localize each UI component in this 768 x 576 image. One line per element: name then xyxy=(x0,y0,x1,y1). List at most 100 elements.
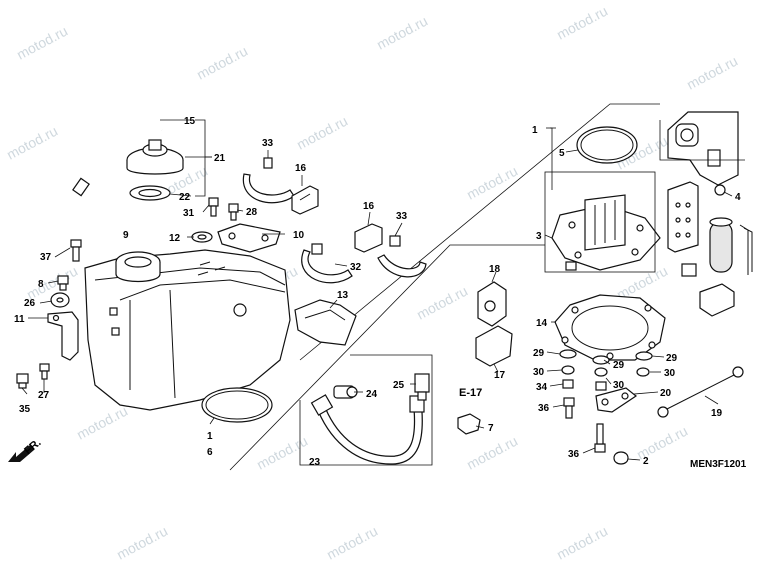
washer xyxy=(57,275,69,291)
watermark-text: motod.ru xyxy=(464,163,520,203)
callout-18: 18 xyxy=(489,264,501,275)
tank-bracket xyxy=(47,311,79,361)
callout-19: 19 xyxy=(711,408,723,419)
callout-10: 10 xyxy=(293,230,305,241)
callout-30: 30 xyxy=(664,368,676,379)
watermark-text: motod.ru xyxy=(194,43,250,83)
callout-36: 36 xyxy=(568,449,580,460)
callout-35: 35 xyxy=(19,404,31,415)
callout-29: 29 xyxy=(613,360,625,371)
callout-brackets xyxy=(195,119,745,466)
callout-25: 25 xyxy=(393,380,405,391)
diagram-code: MEN3F1201 xyxy=(690,459,747,470)
watermark-text: motod.ru xyxy=(554,3,610,43)
watermark-text: motod.ru xyxy=(554,523,610,563)
callout-1: 1 xyxy=(532,125,538,136)
watermark-text: motod.ru xyxy=(14,23,70,63)
watermark-text: motod.ru xyxy=(374,13,430,53)
watermark-text: motod.ru xyxy=(74,403,130,443)
callout-6: 6 xyxy=(207,447,213,458)
bolt xyxy=(594,423,606,453)
bolt xyxy=(563,397,575,419)
callout-labels: 15 2 1 22 31 28 12 10 9 33 16 16 33 32 1 3… xyxy=(14,116,747,470)
callout-20: 20 xyxy=(660,388,672,399)
tank-cover xyxy=(294,299,357,346)
callout-32: 32 xyxy=(350,262,362,273)
callout-7: 7 xyxy=(488,423,494,434)
grommet xyxy=(477,281,507,327)
callout-34: 34 xyxy=(536,382,548,393)
hose-clip xyxy=(613,451,629,465)
grommet xyxy=(50,292,70,308)
grommet xyxy=(191,231,213,243)
connector-cover xyxy=(475,325,513,367)
callout-33: 33 xyxy=(396,211,408,222)
callout-16: 16 xyxy=(295,163,307,174)
tank-seal-ring xyxy=(201,387,273,423)
callout-29: 29 xyxy=(666,353,678,364)
reference-label: E-17 xyxy=(459,387,482,399)
callout-14: 14 xyxy=(536,318,548,329)
watermark-text: motod.ru xyxy=(324,523,380,563)
fuel-tank xyxy=(84,249,291,411)
callout-3: 3 xyxy=(536,231,542,242)
callout-17: 17 xyxy=(494,370,506,381)
bolt xyxy=(39,363,50,380)
watermark-text: motod.ru xyxy=(294,113,350,153)
watermark-text: motod.ru xyxy=(4,123,60,163)
cap-gasket xyxy=(129,185,171,201)
callout-8: 8 xyxy=(38,279,44,290)
mount-plate xyxy=(217,223,281,253)
callout-9: 9 xyxy=(123,230,129,241)
breather-tube xyxy=(72,111,163,197)
ground-bracket xyxy=(595,387,638,413)
rubber-mount xyxy=(291,185,319,215)
bolt xyxy=(208,197,219,217)
watermark-text: motod.ru xyxy=(464,433,520,473)
fuel-pump-assembly xyxy=(551,194,661,271)
filler-cap xyxy=(126,139,184,175)
band-clamp xyxy=(377,235,427,278)
callout-27: 27 xyxy=(38,390,50,401)
fuel-hose xyxy=(310,394,425,465)
callout-11: 11 xyxy=(14,314,25,325)
front-direction-arrow: FR. xyxy=(8,437,44,462)
callout-31: 31 xyxy=(183,208,195,219)
pump-module xyxy=(667,181,753,317)
callout-15: 15 xyxy=(184,116,196,127)
callout-22: 22 xyxy=(179,192,191,203)
watermark-text: motod.ru xyxy=(414,283,470,323)
callout-24: 24 xyxy=(366,389,378,400)
callout-26: 26 xyxy=(24,298,36,309)
bolt xyxy=(16,373,29,389)
callout-28: 28 xyxy=(246,207,258,218)
bolt xyxy=(70,239,82,262)
band-clamp xyxy=(301,243,353,284)
o-ring xyxy=(576,126,638,164)
watermark-text: motod.ru xyxy=(254,433,310,473)
hose-clip xyxy=(333,385,358,399)
callout-37: 37 xyxy=(40,252,52,263)
rubber-mount xyxy=(354,223,383,253)
hose-joint xyxy=(414,373,430,401)
callout-12: 12 xyxy=(169,233,181,244)
callout-33: 33 xyxy=(262,138,274,149)
callout-1: 1 xyxy=(207,431,213,442)
callout-4: 4 xyxy=(735,192,741,203)
pump-gasket xyxy=(554,294,666,361)
connector-clip xyxy=(457,413,481,435)
callout-16: 16 xyxy=(363,201,375,212)
ground-strap xyxy=(657,366,744,418)
callout-36: 36 xyxy=(538,403,550,414)
leader-lines xyxy=(21,119,733,461)
watermark-text: motod.ru xyxy=(684,53,740,93)
fuel-level-sender xyxy=(667,111,739,196)
callout-30: 30 xyxy=(533,367,545,378)
callout-2: 2 xyxy=(643,456,649,467)
band-clamp xyxy=(242,157,295,204)
callout-23: 23 xyxy=(309,457,321,468)
bolt xyxy=(228,203,239,221)
watermark-text: motod.ru xyxy=(114,523,170,563)
callout-5: 5 xyxy=(559,148,565,159)
